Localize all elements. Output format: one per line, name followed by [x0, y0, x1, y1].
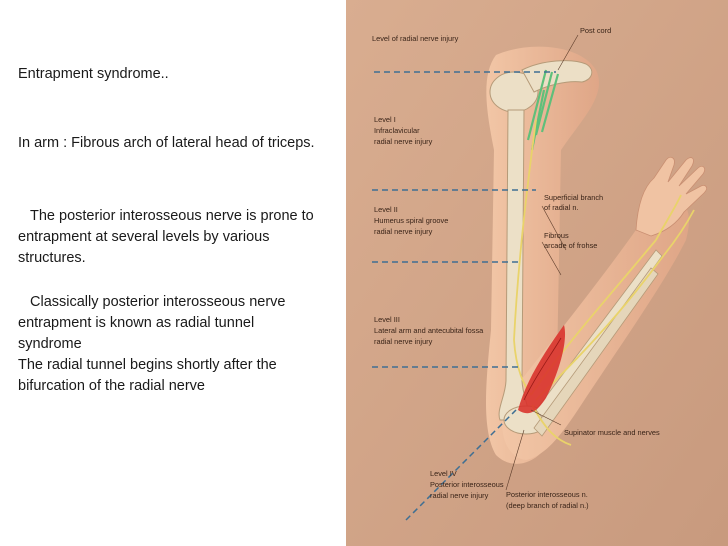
- label-level-4-desc2: radial nerve injury: [430, 491, 489, 500]
- label-level-1-desc1: Infraclavicular: [374, 126, 420, 135]
- label-pin-2: (deep branch of radial n.): [506, 501, 589, 510]
- radial-tunnel-syndrome-text: Classically posterior interosseous nerve…: [18, 294, 286, 352]
- label-level-1-desc2: radial nerve injury: [374, 137, 433, 146]
- label-supinator: Supinator muscle and nerves: [564, 428, 660, 437]
- label-level-4: Level IV: [430, 469, 457, 478]
- radial-nerve-illustration: Level of radial nerve injury Post cord L…: [346, 0, 728, 546]
- label-level-2-desc2: radial nerve injury: [374, 227, 433, 236]
- level-lines: [372, 71, 556, 521]
- leader-lines: [505, 34, 579, 491]
- label-level-4-desc1: Posterior interosseous: [430, 480, 504, 489]
- supinator-fibers: [523, 337, 562, 401]
- label-level-header: Level of radial nerve injury: [372, 34, 459, 43]
- label-post-cord: Post cord: [580, 26, 611, 35]
- pin-entrapment-text: The posterior interosseous nerve is pron…: [18, 208, 314, 266]
- label-level-3-desc2: radial nerve injury: [374, 337, 433, 346]
- label-superficial-branch-1: Superficial branch: [544, 193, 603, 202]
- arm-entrapment-text: In arm : Fibrous arch of lateral head of…: [18, 135, 315, 151]
- label-pin-1: Posterior interosseous n.: [506, 490, 588, 499]
- anatomy-figure: Level of radial nerve injury Post cord L…: [346, 0, 728, 546]
- label-fibrous-1: Fibrous: [544, 231, 569, 240]
- label-level-3-desc1: Lateral arm and antecubital fossa: [374, 326, 484, 335]
- label-level-3: Level III: [374, 315, 400, 324]
- label-superficial-branch-2: of radial n.: [544, 203, 579, 212]
- label-fibrous-2: arcade of frohse: [544, 241, 597, 250]
- hand: [635, 156, 707, 237]
- radial-tunnel-start-text: The radial tunnel begins shortly after t…: [18, 357, 277, 394]
- slide-heading: Entrapment syndrome..: [18, 66, 169, 82]
- label-level-2: Level II: [374, 205, 398, 214]
- label-level-2-desc1: Humerus spiral groove: [374, 216, 448, 225]
- label-level-1: Level I: [374, 115, 396, 124]
